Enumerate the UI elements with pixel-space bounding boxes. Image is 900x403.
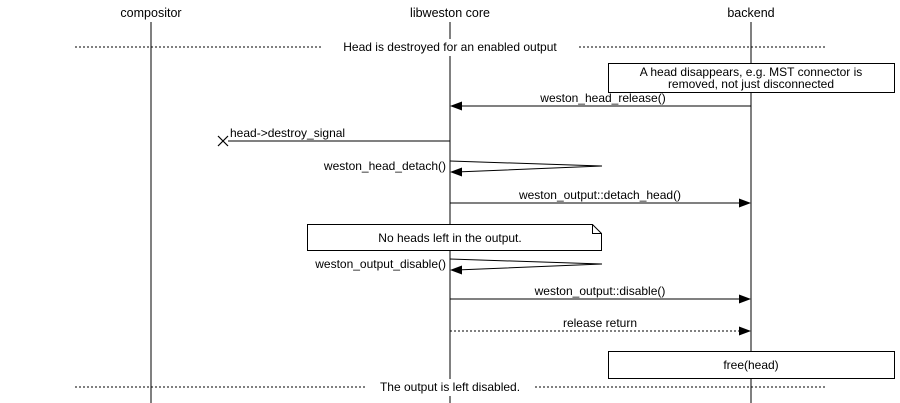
message-release-return-label: release return (563, 316, 637, 330)
message-weston-output-detach-head: weston_output::detach_head() (450, 188, 751, 208)
message-weston-head-detach-loop (449, 160, 603, 173)
message-weston-output-disable-arrowhead (739, 294, 751, 304)
participant-label-libweston-core: libweston core (410, 6, 490, 20)
note-no-heads-left: No heads left in the output. (307, 224, 602, 251)
message-weston-head-release: weston_head_release() (450, 91, 751, 111)
divider-label-top: Head is destroyed for an enabled output (343, 40, 557, 54)
message-weston-output-disable-local-label: weston_output_disable() (314, 257, 446, 271)
message-weston-output-disable-local: weston_output_disable() (314, 257, 603, 275)
note-head-disappears: A head disappears, e.g. MST connector is… (608, 63, 895, 93)
note-head-disappears-box (608, 63, 895, 93)
divider-label-bottom: The output is left disabled. (380, 380, 520, 394)
note-free-head-text: free(head) (723, 358, 778, 372)
divider-output-left-disabled: The output is left disabled. (75, 379, 825, 396)
message-weston-output-disable-local-loop (449, 258, 603, 271)
message-weston-output-disable: weston_output::disable() (450, 284, 751, 304)
note-free-head: free(head) (608, 351, 895, 379)
note-no-heads-left-box (307, 224, 602, 251)
destroy-signal-x-icon-stroke-2 (217, 135, 229, 147)
note-head-disappears-line-1: A head disappears, e.g. MST connector is (640, 65, 863, 79)
message-weston-head-detach-arrowhead (450, 167, 462, 177)
note-no-heads-left-fold-icon (592, 224, 602, 234)
message-weston-output-disable-local-arrowhead (450, 265, 462, 275)
message-release-return-arrowhead (739, 326, 751, 336)
divider-label-bg-bottom (365, 379, 535, 396)
note-head-disappears-line-2: removed, not just disconnected (668, 77, 834, 91)
message-weston-output-detach-head-label: weston_output::detach_head() (518, 188, 681, 202)
participant-label-compositor: compositor (120, 6, 181, 20)
note-no-heads-left-text: No heads left in the output. (378, 231, 521, 245)
message-weston-head-detach: weston_head_detach() (323, 159, 603, 177)
message-head-destroy-signal: head->destroy_signal (217, 126, 450, 147)
message-weston-head-release-label: weston_head_release() (539, 91, 665, 105)
note-free-head-box (608, 351, 895, 379)
message-head-destroy-signal-label: head->destroy_signal (230, 126, 345, 140)
message-weston-head-detach-label: weston_head_detach() (323, 159, 446, 173)
participant-label-backend: backend (727, 6, 774, 20)
message-weston-head-release-arrowhead (450, 101, 462, 111)
divider-head-destroyed: Head is destroyed for an enabled output (75, 39, 825, 56)
message-release-return: release return (450, 316, 751, 336)
divider-label-bg-top (321, 39, 579, 56)
message-weston-output-disable-label: weston_output::disable() (534, 284, 666, 298)
message-weston-output-detach-head-arrowhead (739, 198, 751, 208)
